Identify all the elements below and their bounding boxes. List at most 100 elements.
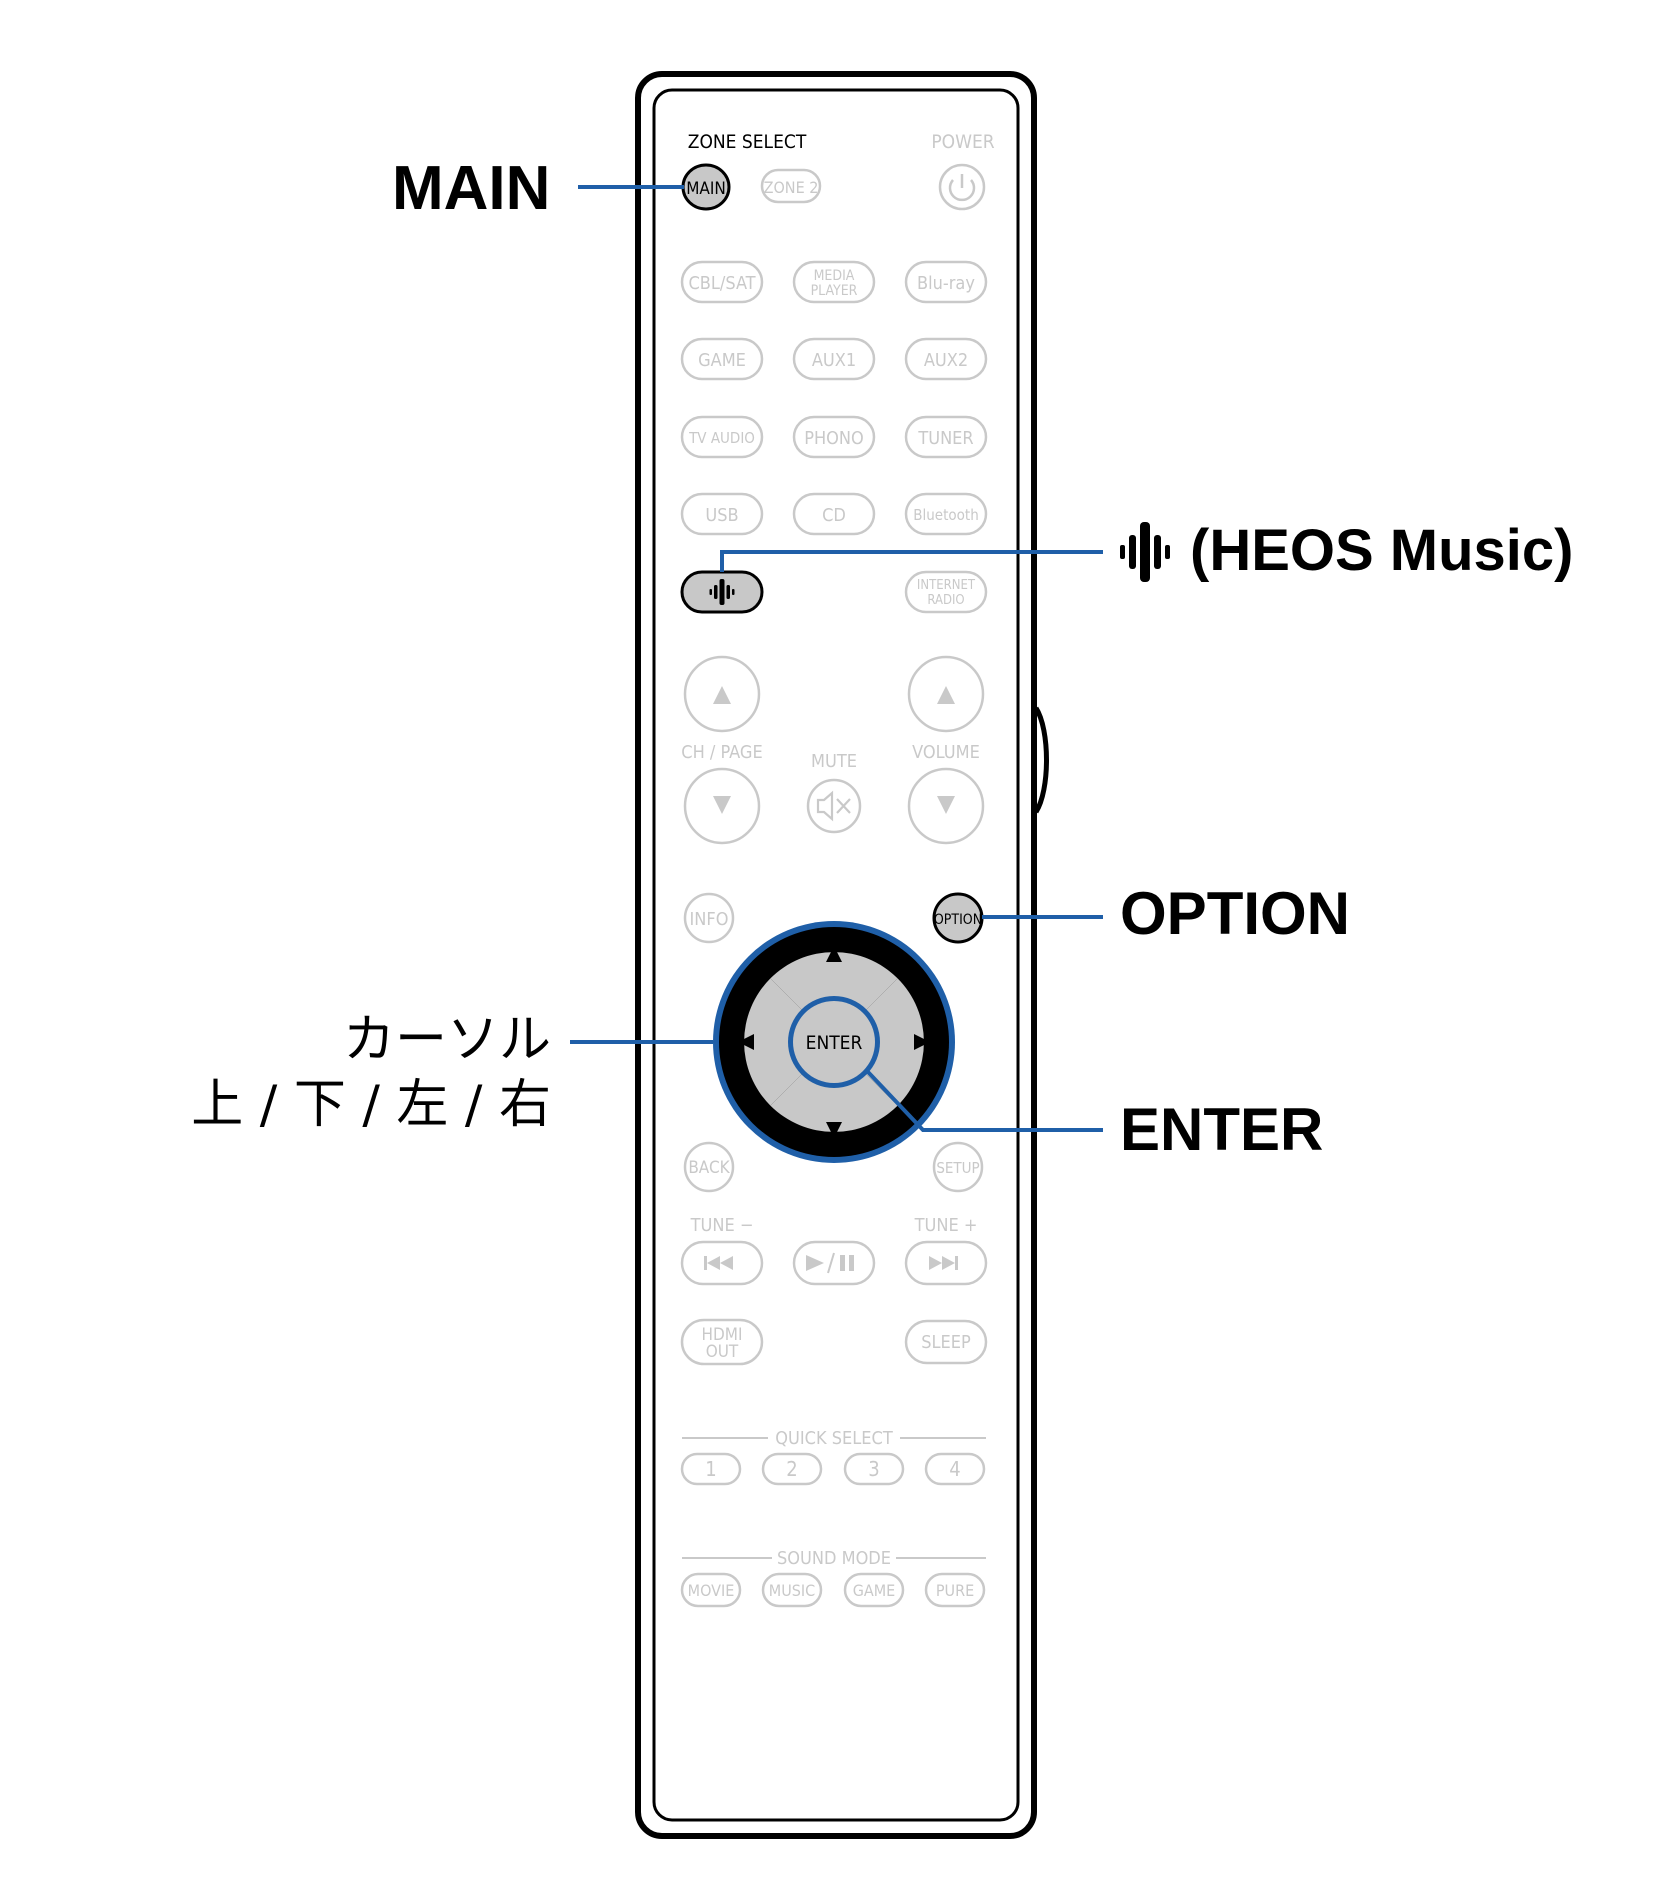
quick-select-1-label: 1 [705, 1457, 716, 1481]
volume-up-button[interactable] [907, 655, 985, 733]
tune-plus-label: TUNE + [914, 1215, 978, 1236]
cursor-down-button[interactable] [770, 1070, 898, 1138]
aux2-label: AUX2 [924, 350, 968, 371]
enter-button[interactable]: ENTER [788, 996, 880, 1088]
tune-minus-label: TUNE − [690, 1215, 754, 1236]
internet-radio-label-1: INTERNET [917, 578, 976, 593]
cursor-callout-label: カーソル 上 / 下 / 左 / 右 [191, 1008, 551, 1138]
arrow-down-icon [826, 1122, 842, 1138]
mute-label: MUTE [811, 751, 857, 772]
back-button[interactable]: BACK [683, 1141, 735, 1193]
skip-forward-icon [929, 1256, 958, 1270]
main-button[interactable]: MAIN [681, 163, 731, 211]
power-button[interactable] [938, 163, 986, 211]
source-buttons: CBL/SAT MEDIA PLAYER Blu-ray GAME AUX1 A… [680, 260, 988, 614]
option-callout-label: OPTION [1120, 880, 1351, 947]
sound-mode-movie-label: MOVIE [688, 1581, 735, 1600]
ch-page-down-button[interactable] [683, 767, 761, 845]
enter-callout-line [866, 1070, 1103, 1132]
quick-select-4-label: 4 [949, 1457, 960, 1481]
side-dial [1033, 706, 1049, 814]
sound-mode-music-button[interactable]: MUSIC [761, 1572, 823, 1608]
play-pause-button[interactable] [792, 1240, 876, 1286]
media-player-button[interactable]: MEDIA PLAYER [792, 260, 876, 304]
arrow-right-icon [914, 1034, 930, 1050]
quick-select-2-label: 2 [786, 1457, 797, 1481]
sound-mode-music-label: MUSIC [769, 1581, 815, 1600]
media-player-label-2: PLAYER [811, 283, 858, 299]
cursor-callout-line1: カーソル [342, 1010, 551, 1070]
play-pause-icon [806, 1252, 854, 1274]
bluray-label: Blu-ray [917, 273, 975, 294]
aux1-label: AUX1 [812, 350, 856, 371]
setup-button[interactable]: SETUP [932, 1141, 984, 1193]
quick-select-3-button[interactable]: 3 [843, 1452, 905, 1486]
tv-audio-button[interactable]: TV AUDIO [680, 415, 764, 459]
ch-page-up-button[interactable] [683, 655, 761, 733]
quick-select-label: QUICK SELECT [775, 1428, 893, 1449]
arrow-up-icon [713, 686, 731, 704]
sound-mode-movie-button[interactable]: MOVIE [680, 1572, 742, 1608]
tuner-button[interactable]: TUNER [904, 415, 988, 459]
heos-callout-line [720, 550, 1103, 572]
info-button[interactable]: INFO [683, 892, 735, 944]
mute-button[interactable] [806, 778, 862, 834]
sound-mode-game-label: GAME [853, 1581, 896, 1600]
bluray-button[interactable]: Blu-ray [904, 260, 988, 304]
skip-back-button[interactable] [680, 1240, 764, 1286]
hdmi-out-label-1: HDMI [702, 1325, 743, 1345]
back-label: BACK [688, 1158, 730, 1178]
quick-select-2-button[interactable]: 2 [761, 1452, 823, 1486]
ch-page-label: CH / PAGE [681, 742, 762, 763]
bluetooth-label: Bluetooth [913, 506, 979, 524]
heos-button[interactable] [680, 570, 764, 614]
aux1-button[interactable]: AUX1 [792, 337, 876, 381]
sound-mode-pure-button[interactable]: PURE [924, 1572, 986, 1608]
aux2-button[interactable]: AUX2 [904, 337, 988, 381]
info-label: INFO [690, 909, 729, 930]
cd-button[interactable]: CD [792, 492, 876, 536]
arrow-up-icon [826, 946, 842, 962]
game-button[interactable]: GAME [680, 337, 764, 381]
arrow-up-icon [937, 686, 955, 704]
callout-lines [570, 185, 1103, 1132]
option-button[interactable]: OPTION [932, 892, 984, 944]
zone-select-label: ZONE SELECT [688, 131, 807, 153]
cd-label: CD [822, 505, 846, 526]
main-button-label: MAIN [686, 179, 726, 199]
internet-radio-button[interactable]: INTERNET RADIO [904, 570, 988, 614]
enter-button-label: ENTER [806, 1032, 863, 1054]
cursor-right-button[interactable] [862, 978, 930, 1106]
phono-label: PHONO [804, 428, 864, 449]
quick-select-1-button[interactable]: 1 [680, 1452, 742, 1486]
sleep-label: SLEEP [921, 1332, 971, 1353]
usb-button[interactable]: USB [680, 492, 764, 536]
quick-select-group: QUICK SELECT 1 2 3 4 [680, 1428, 986, 1486]
power-label: POWER [931, 131, 994, 153]
cursor-left-button[interactable] [738, 978, 806, 1106]
sound-mode-game-button[interactable]: GAME [843, 1572, 905, 1608]
mute-icon [816, 790, 851, 822]
heos-callout-label: (HEOS Music) [1190, 518, 1574, 583]
option-label: OPTION [934, 912, 982, 928]
heos-icon [709, 579, 735, 605]
cursor-pad: ENTER [713, 921, 955, 1163]
skip-forward-button[interactable] [904, 1240, 988, 1286]
sleep-button[interactable]: SLEEP [904, 1319, 988, 1365]
setup-label: SETUP [936, 1159, 979, 1177]
volume-down-button[interactable] [907, 767, 985, 845]
quick-select-4-button[interactable]: 4 [924, 1452, 986, 1486]
sound-mode-group: SOUND MODE MOVIE MUSIC GAME PURE [680, 1548, 986, 1608]
heos-icon [1120, 522, 1170, 582]
arrow-left-icon [738, 1034, 754, 1050]
phono-button[interactable]: PHONO [792, 415, 876, 459]
power-icon [948, 174, 976, 202]
bluetooth-button[interactable]: Bluetooth [904, 492, 988, 536]
media-player-label-1: MEDIA [814, 268, 855, 284]
hdmi-out-button[interactable]: HDMI OUT [680, 1318, 764, 1366]
cbl-sat-button[interactable]: CBL/SAT [680, 260, 764, 304]
cursor-up-button[interactable] [770, 946, 898, 1014]
zone2-button[interactable]: ZONE 2 [760, 168, 822, 204]
